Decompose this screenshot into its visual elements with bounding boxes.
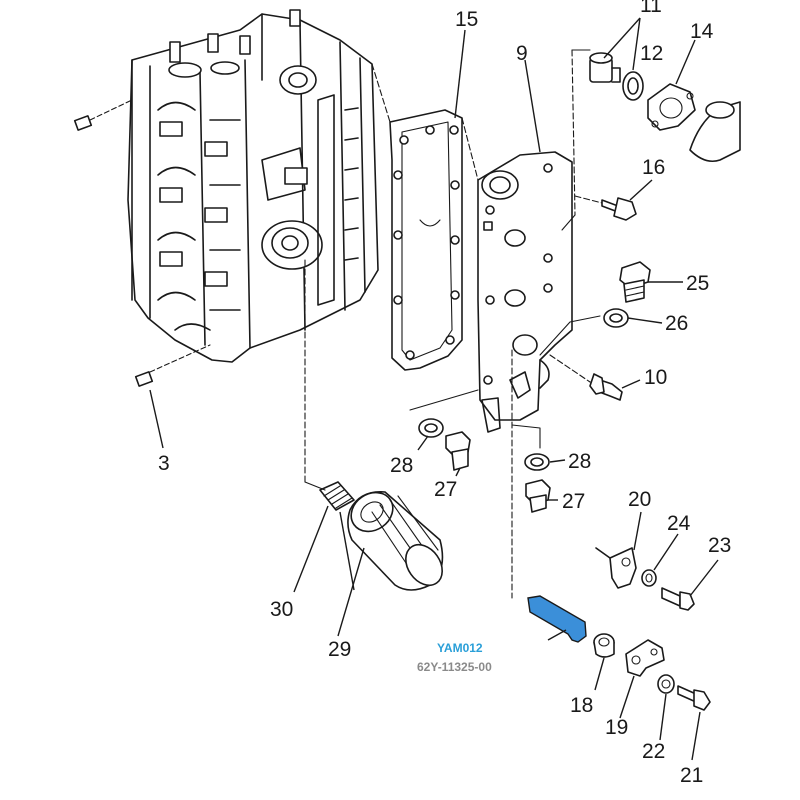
callout-12: 12 (640, 42, 663, 65)
callout-28-right: 28 (568, 450, 591, 473)
bolt-10 (549, 354, 623, 401)
callout-29: 29 (328, 638, 351, 661)
link-line-28b (511, 424, 541, 449)
callout-9: 9 (516, 42, 528, 65)
callout-20: 20 (628, 488, 651, 511)
bracket-19 (625, 639, 665, 677)
callout-22: 22 (642, 740, 665, 763)
callout-3: 3 (158, 452, 170, 475)
callout-24: 24 (667, 512, 691, 535)
callout-21: 21 (680, 764, 703, 787)
callout-26: 26 (665, 312, 688, 335)
highlighted-part (527, 595, 587, 643)
plug-25 (619, 261, 651, 303)
upper-right-parts (371, 49, 741, 231)
washer-28-right (524, 453, 550, 471)
bolt-16 (574, 195, 637, 221)
plug-27-left (445, 431, 471, 471)
callout-labels: 3 9 10 11 12 14 15 16 18 19 20 21 22 23 … (158, 0, 731, 787)
highlight-part-number: 62Y-11325-00 (417, 660, 492, 674)
callout-10: 10 (644, 366, 667, 389)
link-line-28a (409, 389, 479, 411)
callout-30: 30 (270, 598, 293, 621)
oil-filter-29 (347, 491, 444, 591)
link-line-filter-2 (304, 481, 326, 491)
cylinder-block (73, 9, 379, 387)
callout-28-left: 28 (390, 454, 413, 477)
callout-23: 23 (708, 534, 731, 557)
highlight-code: YAM012 (437, 641, 483, 655)
exhaust-cover-9 (477, 151, 573, 433)
bolt-23 (661, 587, 695, 611)
callout-16: 16 (642, 156, 665, 179)
callout-27-left: 27 (434, 478, 457, 501)
bracket-20 (595, 547, 637, 589)
washer-22 (657, 674, 675, 694)
stud-30 (319, 481, 355, 511)
washer-26 (603, 308, 629, 328)
washer-28-left (418, 418, 444, 438)
washer-24 (641, 569, 657, 587)
highlight-label: YAM012 62Y-11325-00 (417, 641, 492, 674)
leader-lines (149, 17, 719, 761)
callout-14: 14 (690, 20, 714, 43)
callout-18: 18 (570, 694, 593, 717)
plug-27-right (525, 479, 551, 513)
callout-19: 19 (605, 716, 628, 739)
collar-18 (593, 633, 615, 658)
callout-25: 25 (686, 272, 709, 295)
link-line-26 (539, 315, 601, 356)
callout-11: 11 (640, 0, 662, 17)
callout-27-right: 27 (562, 490, 585, 513)
callout-15: 15 (455, 8, 478, 31)
gasket-15 (389, 109, 463, 371)
bolt-21 (677, 685, 711, 711)
